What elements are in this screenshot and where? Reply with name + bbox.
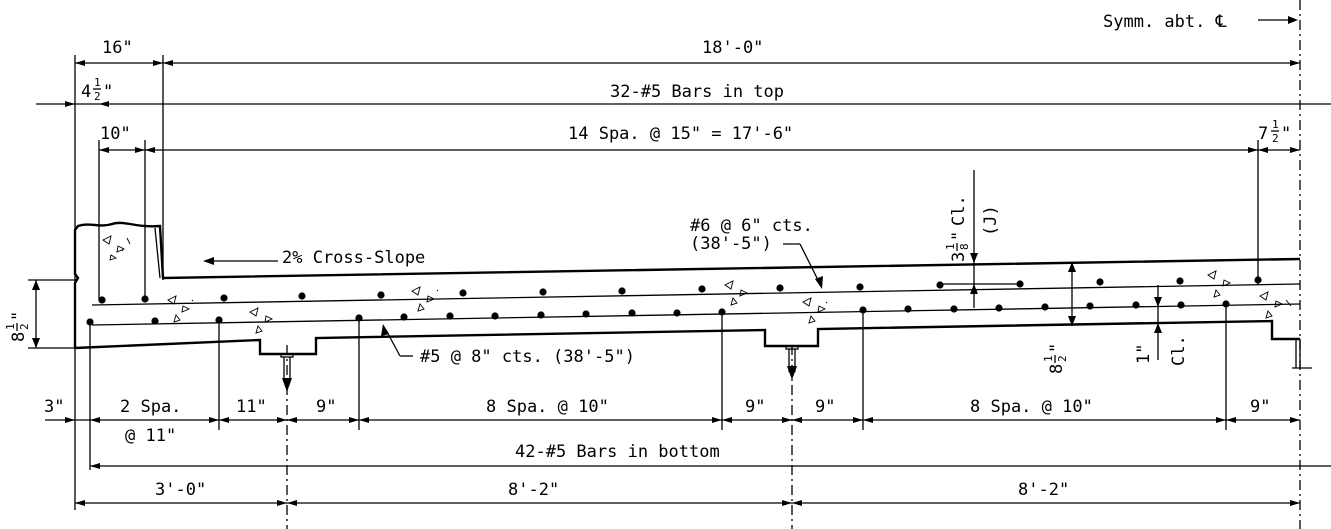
dim-3ft-label: 3'-0"	[155, 480, 206, 500]
concrete-hatch	[102, 235, 1292, 334]
dim-4half-whole: 4	[81, 82, 91, 102]
dim-9in-d-label: 9"	[1250, 397, 1270, 417]
dim-4half-den: 2	[94, 90, 101, 103]
dim-16in-label: 16"	[102, 38, 133, 58]
dim-7half-den: 2	[1272, 132, 1279, 145]
clear-top-j: (J)	[981, 205, 1001, 236]
top-bars-label: 32-#5 Bars in top	[610, 82, 784, 102]
dim-10in-label: 10"	[100, 124, 131, 144]
clear-top-den: 8	[958, 243, 971, 250]
dim-11in-label: 11"	[236, 397, 267, 417]
deck-slab-outline	[73, 221, 1301, 356]
dim-4half-num: 1	[94, 76, 101, 89]
depth-right-whole: 8	[1047, 364, 1067, 374]
symmetry-label: Symm. abt. ℄	[1103, 12, 1227, 32]
clear-bottom-label: 1"	[1134, 344, 1154, 364]
dim-9in-c-label: 9"	[815, 397, 835, 417]
top-longitudinal-bars	[98, 276, 1262, 304]
depth-right-inch: "	[1047, 343, 1067, 353]
cross-slope-label: 2% Cross-Slope	[282, 248, 425, 268]
clear-bottom-cl: Cl.	[1169, 335, 1189, 366]
transverse-bar-label-2: (38'-5")	[690, 234, 772, 254]
girder-2	[785, 345, 799, 380]
dim-9in-b-label: 9"	[745, 397, 765, 417]
depth-left-inch: "	[9, 311, 29, 321]
girder-1	[280, 353, 294, 392]
depth-left-den: 2	[18, 323, 31, 330]
top-spacing-label: 14 Spa. @ 15" = 17'-6"	[568, 124, 793, 144]
dim-7half-num: 1	[1272, 118, 1279, 131]
transverse-bar-label-1: #6 @ 6" cts.	[690, 216, 813, 236]
spa8-a-label: 8 Spa. @ 10"	[486, 397, 609, 417]
dim-7half-inch: "	[1281, 124, 1291, 144]
clear-top-whole: 3	[949, 252, 969, 262]
spa2-label: 2 Spa.	[120, 397, 181, 417]
clear-top-inch: "	[949, 231, 969, 241]
dim-4half-inch: "	[103, 82, 113, 102]
bottom-transverse-bar-line	[91, 303, 1301, 326]
top-transverse-bar-line	[91, 283, 1301, 306]
dim-3in-label: 3"	[44, 397, 64, 417]
clear-top-cl: Cl.	[949, 195, 969, 226]
depth-right-num: 1	[1042, 355, 1055, 362]
spa8-b-label: 8 Spa. @ 10"	[970, 397, 1093, 417]
depth-left-num: 1	[4, 323, 17, 330]
depth-right-den: 2	[1056, 355, 1069, 362]
bottom-bars-label: 42-#5 Bars in bottom	[515, 442, 720, 462]
clear-top-num: 1	[944, 243, 957, 250]
depth-left-whole: 8	[9, 332, 29, 342]
spa2-at-label: @ 11"	[125, 426, 176, 446]
dim-8ft2-a-label: 8'-2"	[508, 480, 559, 500]
dim-9in-a-label: 9"	[316, 397, 336, 417]
dim-18ft-label: 18'-0"	[702, 38, 763, 58]
girder-3	[1292, 339, 1312, 369]
bottom-transverse-label: #5 @ 8" cts. (38'-5")	[420, 347, 635, 367]
dim-8ft2-b-label: 8'-2"	[1018, 480, 1069, 500]
dim-7half-whole: 7	[1258, 124, 1268, 144]
